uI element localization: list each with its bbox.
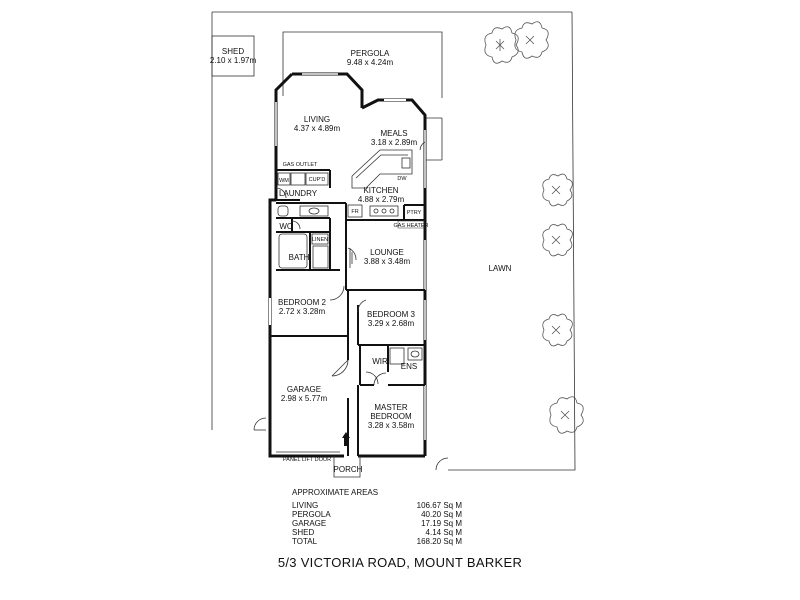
shed-dims: 2.10 x 1.97m: [210, 56, 257, 65]
fr-label: FR: [351, 209, 358, 215]
tree-icon: [549, 396, 584, 434]
interior-walls: [270, 169, 425, 456]
cupd-label: CUP'D: [309, 177, 326, 183]
linen-label: LINEN: [312, 237, 328, 243]
wir-label: WIR: [372, 357, 388, 366]
area-name: TOTAL: [292, 537, 318, 546]
master-dims: 3.28 x 3.58m: [368, 421, 415, 430]
bedroom3-label: BEDROOM 3: [367, 310, 416, 319]
entry-arrow-icon: [342, 432, 350, 446]
area-row: LIVING 106.67 Sq M: [292, 501, 462, 510]
meals-label: MEALS: [380, 129, 407, 138]
shed-outline: [211, 35, 255, 77]
panel-lift-door-label: PANEL LIFT DOOR: [283, 457, 331, 463]
property-address: 5/3 VICTORIA ROAD, MOUNT BARKER: [277, 555, 523, 570]
trees: [484, 21, 584, 434]
area-name: LIVING: [292, 501, 319, 510]
living-label: LIVING: [304, 115, 330, 124]
areas-title: APPROXIMATE AREAS: [292, 488, 379, 497]
pergola-label: PERGOLA: [351, 49, 390, 58]
area-name: SHED: [292, 528, 315, 537]
bedroom3-dims: 3.29 x 2.68m: [368, 319, 415, 328]
windows: [269, 73, 426, 440]
area-row: TOTAL 168.20 Sq M: [292, 537, 462, 546]
lawn-label: LAWN: [489, 264, 512, 273]
dw-label: DW: [397, 176, 407, 182]
area-row: PERGOLA 40.20 Sq M: [292, 510, 462, 519]
pergola-outline: [282, 31, 443, 98]
wc-label: WC: [279, 222, 293, 231]
area-row: GARAGE 17.19 Sq M: [292, 519, 462, 528]
meals-dims: 3.18 x 2.89m: [371, 138, 418, 147]
garage-label: GARAGE: [287, 385, 321, 394]
tree-icon: [542, 313, 573, 347]
ens-label: ENS: [401, 362, 417, 371]
bedroom2-dims: 2.72 x 3.28m: [279, 307, 326, 316]
area-value: 106.67 Sq M: [416, 501, 462, 510]
lounge-dims: 3.88 x 3.48m: [364, 257, 411, 266]
area-row: SHED 4.14 Sq M: [292, 528, 462, 537]
porch-label: PORCH: [334, 465, 363, 474]
kitchen-bench: [347, 149, 413, 218]
master-label-1: MASTER: [374, 403, 408, 412]
area-name: PERGOLA: [292, 510, 331, 519]
pergola-dims: 9.48 x 4.24m: [347, 58, 394, 67]
tree-icon: [484, 26, 519, 64]
living-dims: 4.37 x 4.89m: [294, 124, 341, 133]
tree-icon: [542, 223, 573, 257]
bath-label: BATH: [289, 253, 310, 262]
laundry-fixtures: [275, 172, 329, 199]
shed-label: SHED: [222, 47, 244, 56]
fixture-labels: GAS OUTLET WM CUP'D LAUNDRY DW FR PTRY G…: [279, 162, 512, 474]
approximate-areas-table: APPROXIMATE AREAS LIVING 106.67 Sq M PER…: [292, 488, 462, 546]
kitchen-dims: 4.88 x 2.79m: [358, 195, 405, 204]
ensuite-fixtures: [373, 347, 423, 386]
area-value: 17.19 Sq M: [421, 519, 462, 528]
lounge-label: LOUNGE: [370, 248, 404, 257]
site-boundary: [211, 11, 576, 471]
area-value: 168.20 Sq M: [416, 537, 462, 546]
area-name: GARAGE: [292, 519, 327, 528]
tree-icon: [542, 173, 573, 207]
wm-label: WM: [279, 178, 289, 184]
area-value: 40.20 Sq M: [421, 510, 462, 519]
door-swings: [253, 141, 449, 471]
gas-outlet-label: GAS OUTLET: [283, 162, 318, 168]
fireplace: [349, 248, 353, 268]
bathroom-fixtures: [277, 205, 329, 269]
garage-dims: 2.98 x 5.77m: [281, 394, 328, 403]
laundry-label: LAUNDRY: [279, 189, 318, 198]
area-value: 4.14 Sq M: [425, 528, 462, 537]
pantry-label: PTRY: [407, 210, 422, 216]
room-labels: SHED 2.10 x 1.97m PERGOLA 9.48 x 4.24m L…: [210, 47, 418, 430]
kitchen-label: KITCHEN: [363, 186, 398, 195]
porch-outline: [333, 456, 361, 478]
gas-heater-label: GAS HEATER: [393, 223, 428, 229]
tree-icon: [514, 21, 549, 59]
bedroom2-label: BEDROOM 2: [278, 298, 327, 307]
master-label-2: BEDROOM: [370, 412, 412, 421]
